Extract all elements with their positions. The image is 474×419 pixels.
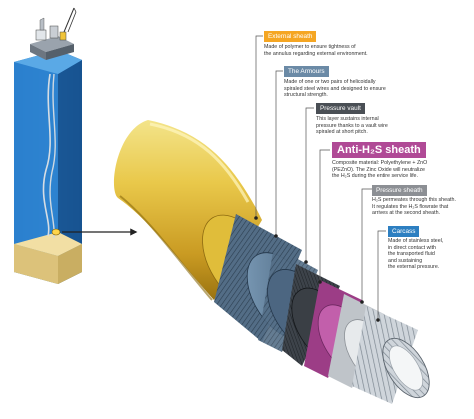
desc-pressure-vault: This layer sustains internal pressure th… xyxy=(316,116,388,136)
label-anti-h2s-sheath: Anti-H₂S sheath xyxy=(332,142,426,158)
label-external-sheath: External sheath xyxy=(264,31,317,42)
label-armours: The Armours xyxy=(284,66,329,77)
leader-dots xyxy=(254,216,380,322)
sea-column xyxy=(14,50,82,284)
flexible-riser xyxy=(42,73,61,239)
desc-pressure-sheath: H₂S permeates through this sheath. It re… xyxy=(372,197,456,217)
pipe-carcass xyxy=(352,306,430,404)
label-carcass: Carcass xyxy=(388,226,420,237)
desc-external-sheath: Made of polymer to ensure tightness of t… xyxy=(264,44,368,57)
desc-carcass: Made of stainless steel, in direct conta… xyxy=(388,238,444,271)
offshore-platform-icon xyxy=(30,7,77,60)
leader-lines xyxy=(255,35,386,320)
desc-anti-h2s-sheath: Composite material: Polyethylene + ZnO (… xyxy=(332,160,428,180)
label-pressure-vault: Pressure vault xyxy=(316,103,365,114)
label-pressure-sheath: Pressure sheath xyxy=(372,185,427,196)
desc-armours: Made of one or two pairs of helicoidally… xyxy=(284,79,386,99)
